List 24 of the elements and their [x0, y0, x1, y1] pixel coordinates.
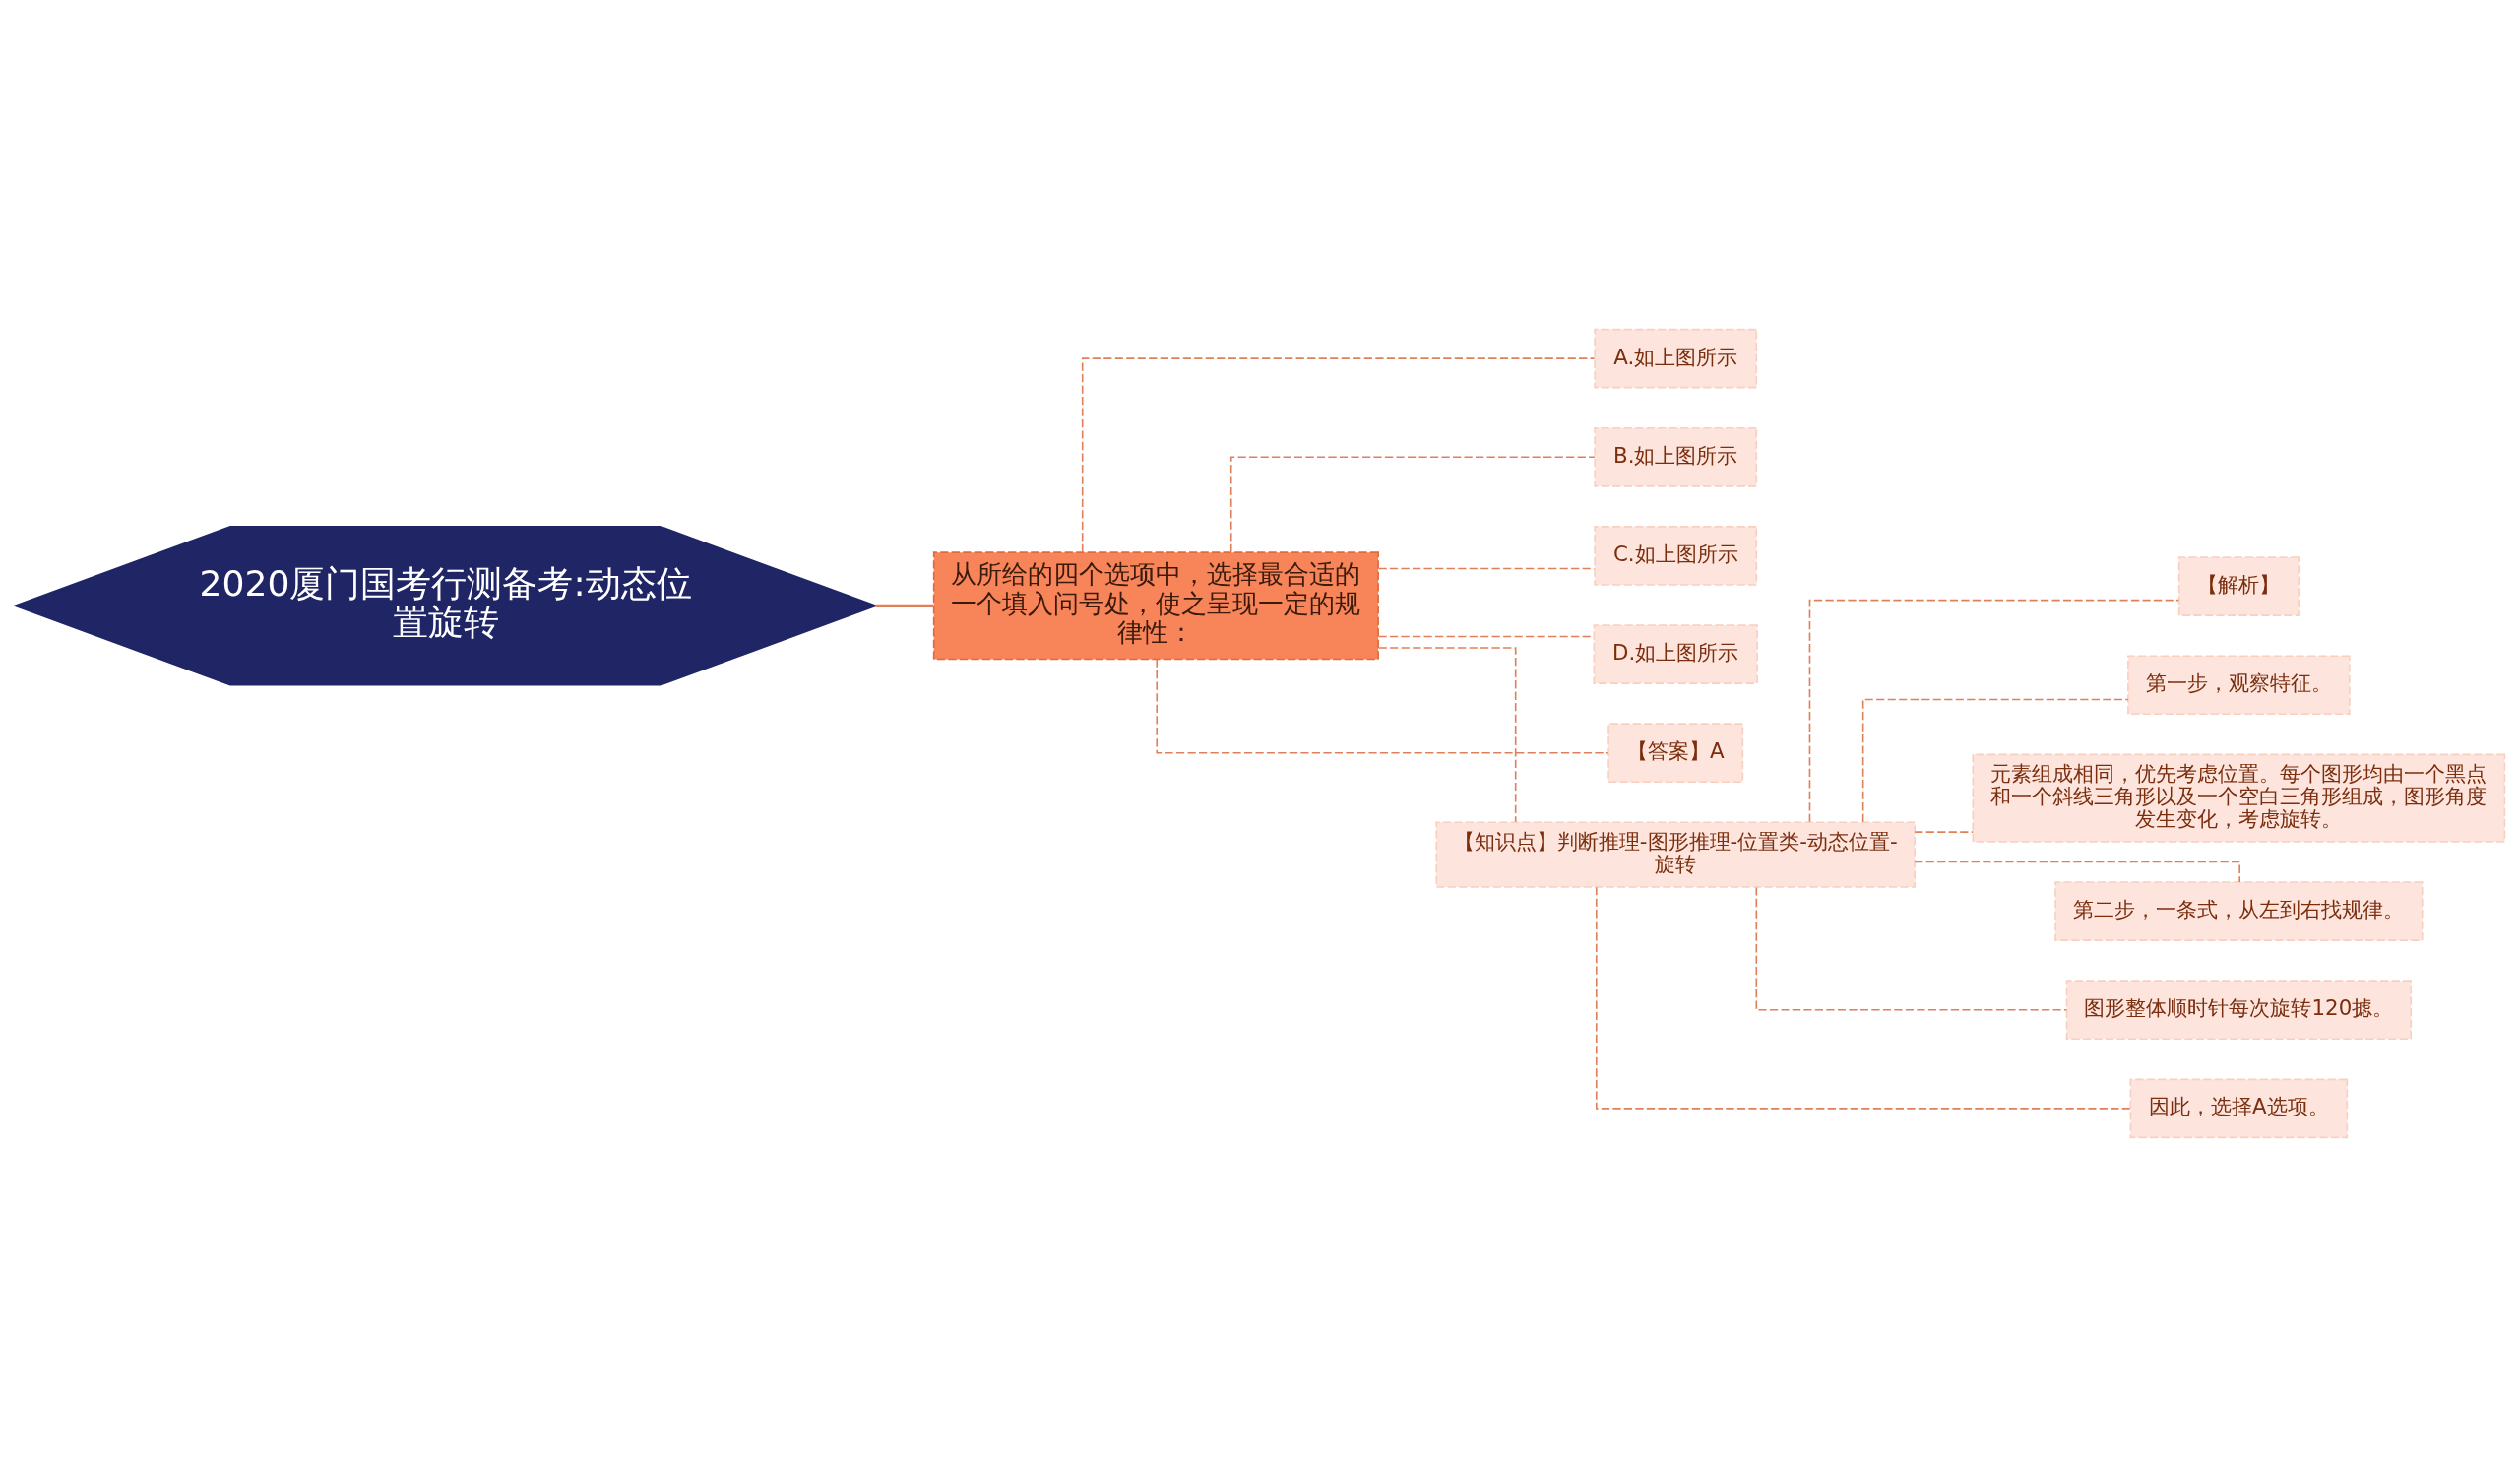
connector — [1755, 886, 2068, 1011]
node-box: 图形整体顺时针每次旋转120摅。 — [2065, 980, 2413, 1041]
node-box: A.如上图所示 — [1594, 328, 1758, 389]
node-box: 从所给的四个选项中，选择最合适的一个填入问号处，使之呈现一定的规律性： — [932, 551, 1379, 661]
connector — [1377, 567, 1596, 570]
node-box: 第二步，一条式，从左到右找规律。 — [2054, 881, 2424, 941]
node-box: 【答案】A — [1607, 723, 1744, 784]
connector — [1156, 658, 1609, 754]
connector — [1595, 886, 2131, 1110]
node-box: D.如上图所示 — [1593, 624, 1758, 684]
connector — [1914, 831, 1974, 833]
connector — [1229, 456, 1596, 553]
node-box: 第一步，观察特征。 — [2127, 655, 2351, 716]
connector — [1808, 599, 2180, 823]
node-box: 元素组成相同，优先考虑位置。每个图形均由一个黑点和一个斜线三角形以及一个空白三角形组成，图形角度发生变化，考虑旋转。 — [1972, 753, 2506, 843]
node-box: B.如上图所示 — [1594, 426, 1758, 487]
connector — [1861, 698, 2129, 823]
connector — [875, 604, 934, 607]
connector — [1081, 357, 1596, 553]
node-box: 【解析】 — [2177, 556, 2300, 616]
node-box: C.如上图所示 — [1594, 526, 1758, 586]
node-box: 【知识点】判断推理-图形推理-位置类-动态位置-旋转 — [1435, 821, 1916, 888]
connector — [1377, 647, 1517, 823]
node-box: 因此，选择A选项。 — [2129, 1078, 2349, 1139]
